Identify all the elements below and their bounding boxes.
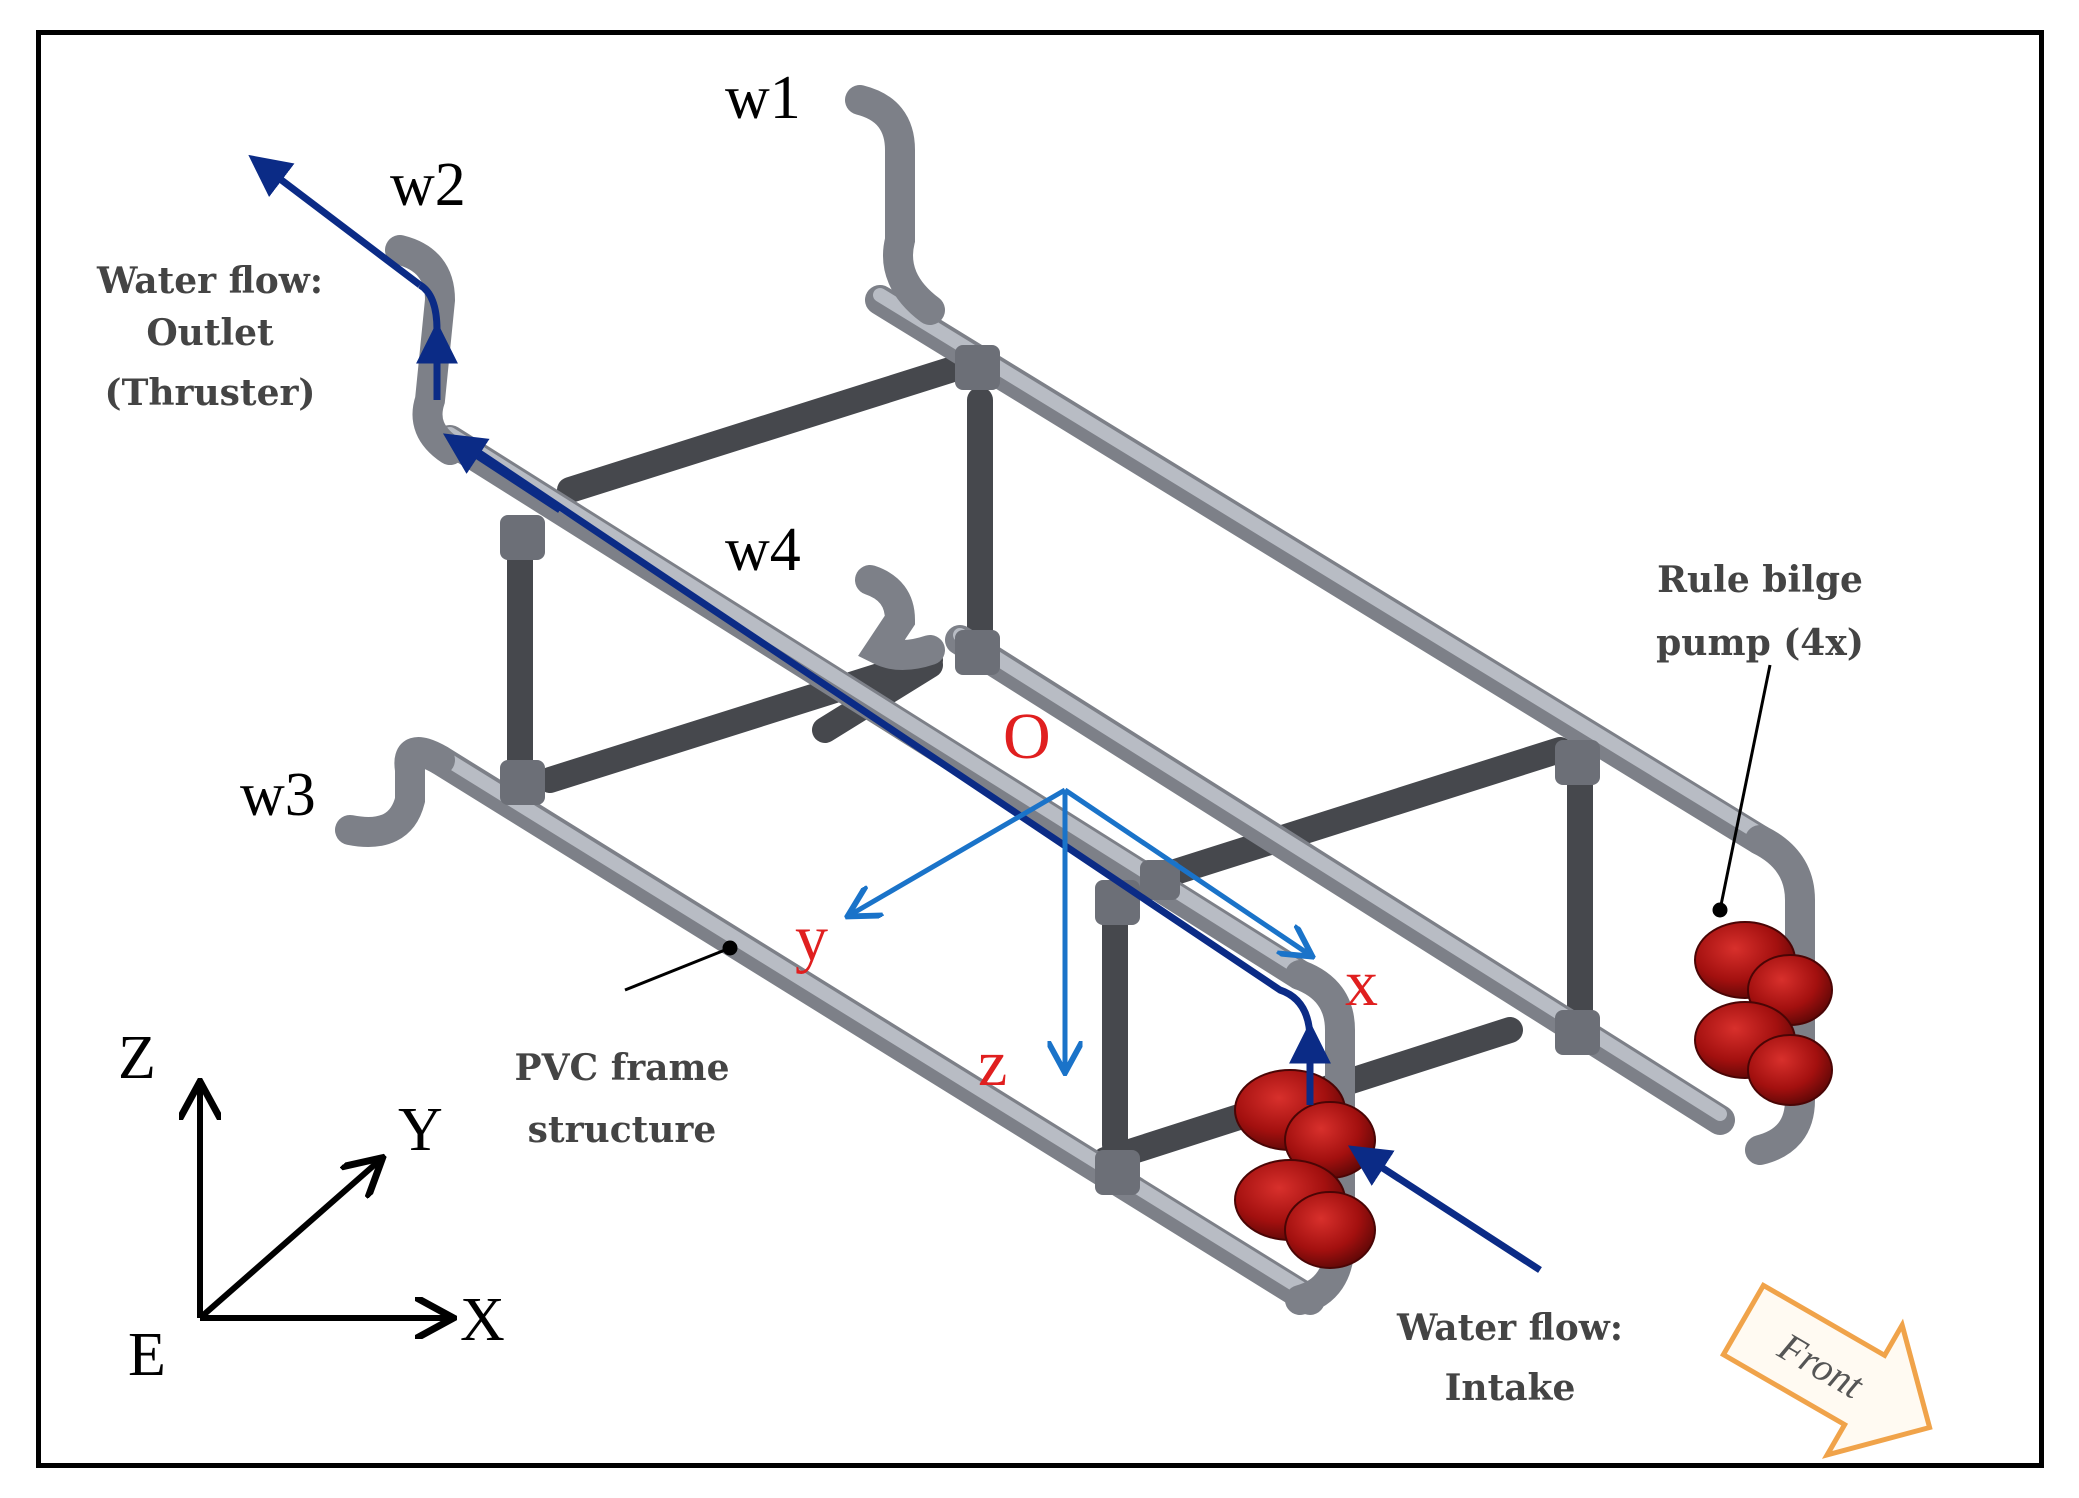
pump-leader — [1718, 664, 1772, 911]
label-w2: w2 — [390, 151, 466, 219]
earth-x-label: X — [460, 1286, 505, 1354]
pump-label-1: Rule bilge — [1657, 559, 1863, 601]
front-arrow: Front — [1719, 1281, 1933, 1459]
body-x-axis — [1063, 787, 1310, 955]
frame-leader — [624, 946, 731, 992]
rear-risers — [335, 85, 945, 847]
outlet-label-2: Outlet — [146, 312, 274, 354]
pump-front-left-lower — [1234, 1159, 1376, 1269]
leader-lines — [624, 664, 1772, 992]
vertical-posts — [507, 387, 1593, 1158]
outlet-label-3: (Thruster) — [105, 372, 316, 414]
pump-front-right-lower — [1694, 1001, 1833, 1106]
pump-label-2: pump (4x) — [1656, 622, 1864, 664]
label-w1: w1 — [725, 64, 801, 132]
figure-border — [36, 30, 2044, 1468]
body-z-label: z — [978, 1027, 1007, 1100]
earth-y-label: Y — [398, 1096, 443, 1164]
outlet-label-1: Water flow: — [96, 260, 323, 302]
label-w3: w3 — [240, 761, 316, 829]
earth-origin-label: E — [128, 1321, 166, 1389]
water-flow-path — [248, 154, 1542, 1273]
text-labels: w1 w2 w3 w4 Water flow: Outlet (Thruster… — [96, 64, 1864, 1409]
body-frame-axes — [850, 787, 1310, 1070]
body-y-label: y — [795, 902, 828, 975]
earth-z-label: Z — [118, 1024, 156, 1092]
earth-frame-axes — [200, 1085, 450, 1318]
earth-y-axis — [198, 1160, 380, 1321]
intake-label-2: Intake — [1445, 1367, 1576, 1409]
crossbars — [537, 357, 1573, 1173]
frame-label-1: PVC frame — [515, 1047, 730, 1089]
body-y-axis — [850, 787, 1067, 915]
label-w4: w4 — [725, 516, 801, 584]
intake-label-1: Water flow: — [1396, 1307, 1623, 1349]
body-x-label: x — [1345, 947, 1378, 1020]
body-origin-label: O — [1003, 700, 1051, 773]
joints — [500, 345, 1600, 1195]
frame-label-2: structure — [528, 1109, 717, 1151]
